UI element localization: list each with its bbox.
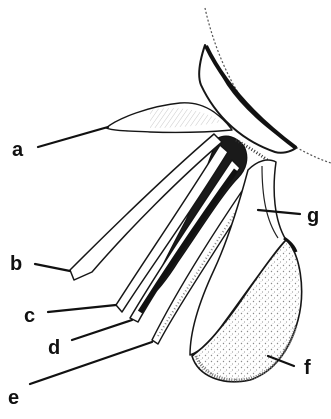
leader-d [72, 320, 132, 340]
label-c: c [24, 305, 35, 327]
leader-c [48, 305, 116, 312]
leader-a [38, 127, 108, 147]
label-f: f [304, 357, 311, 379]
label-b: b [10, 253, 22, 275]
label-e: e [8, 387, 19, 409]
label-d: d [48, 337, 60, 359]
label-g: g [307, 205, 319, 227]
leader-b [35, 264, 70, 271]
label-a: a [12, 139, 24, 161]
